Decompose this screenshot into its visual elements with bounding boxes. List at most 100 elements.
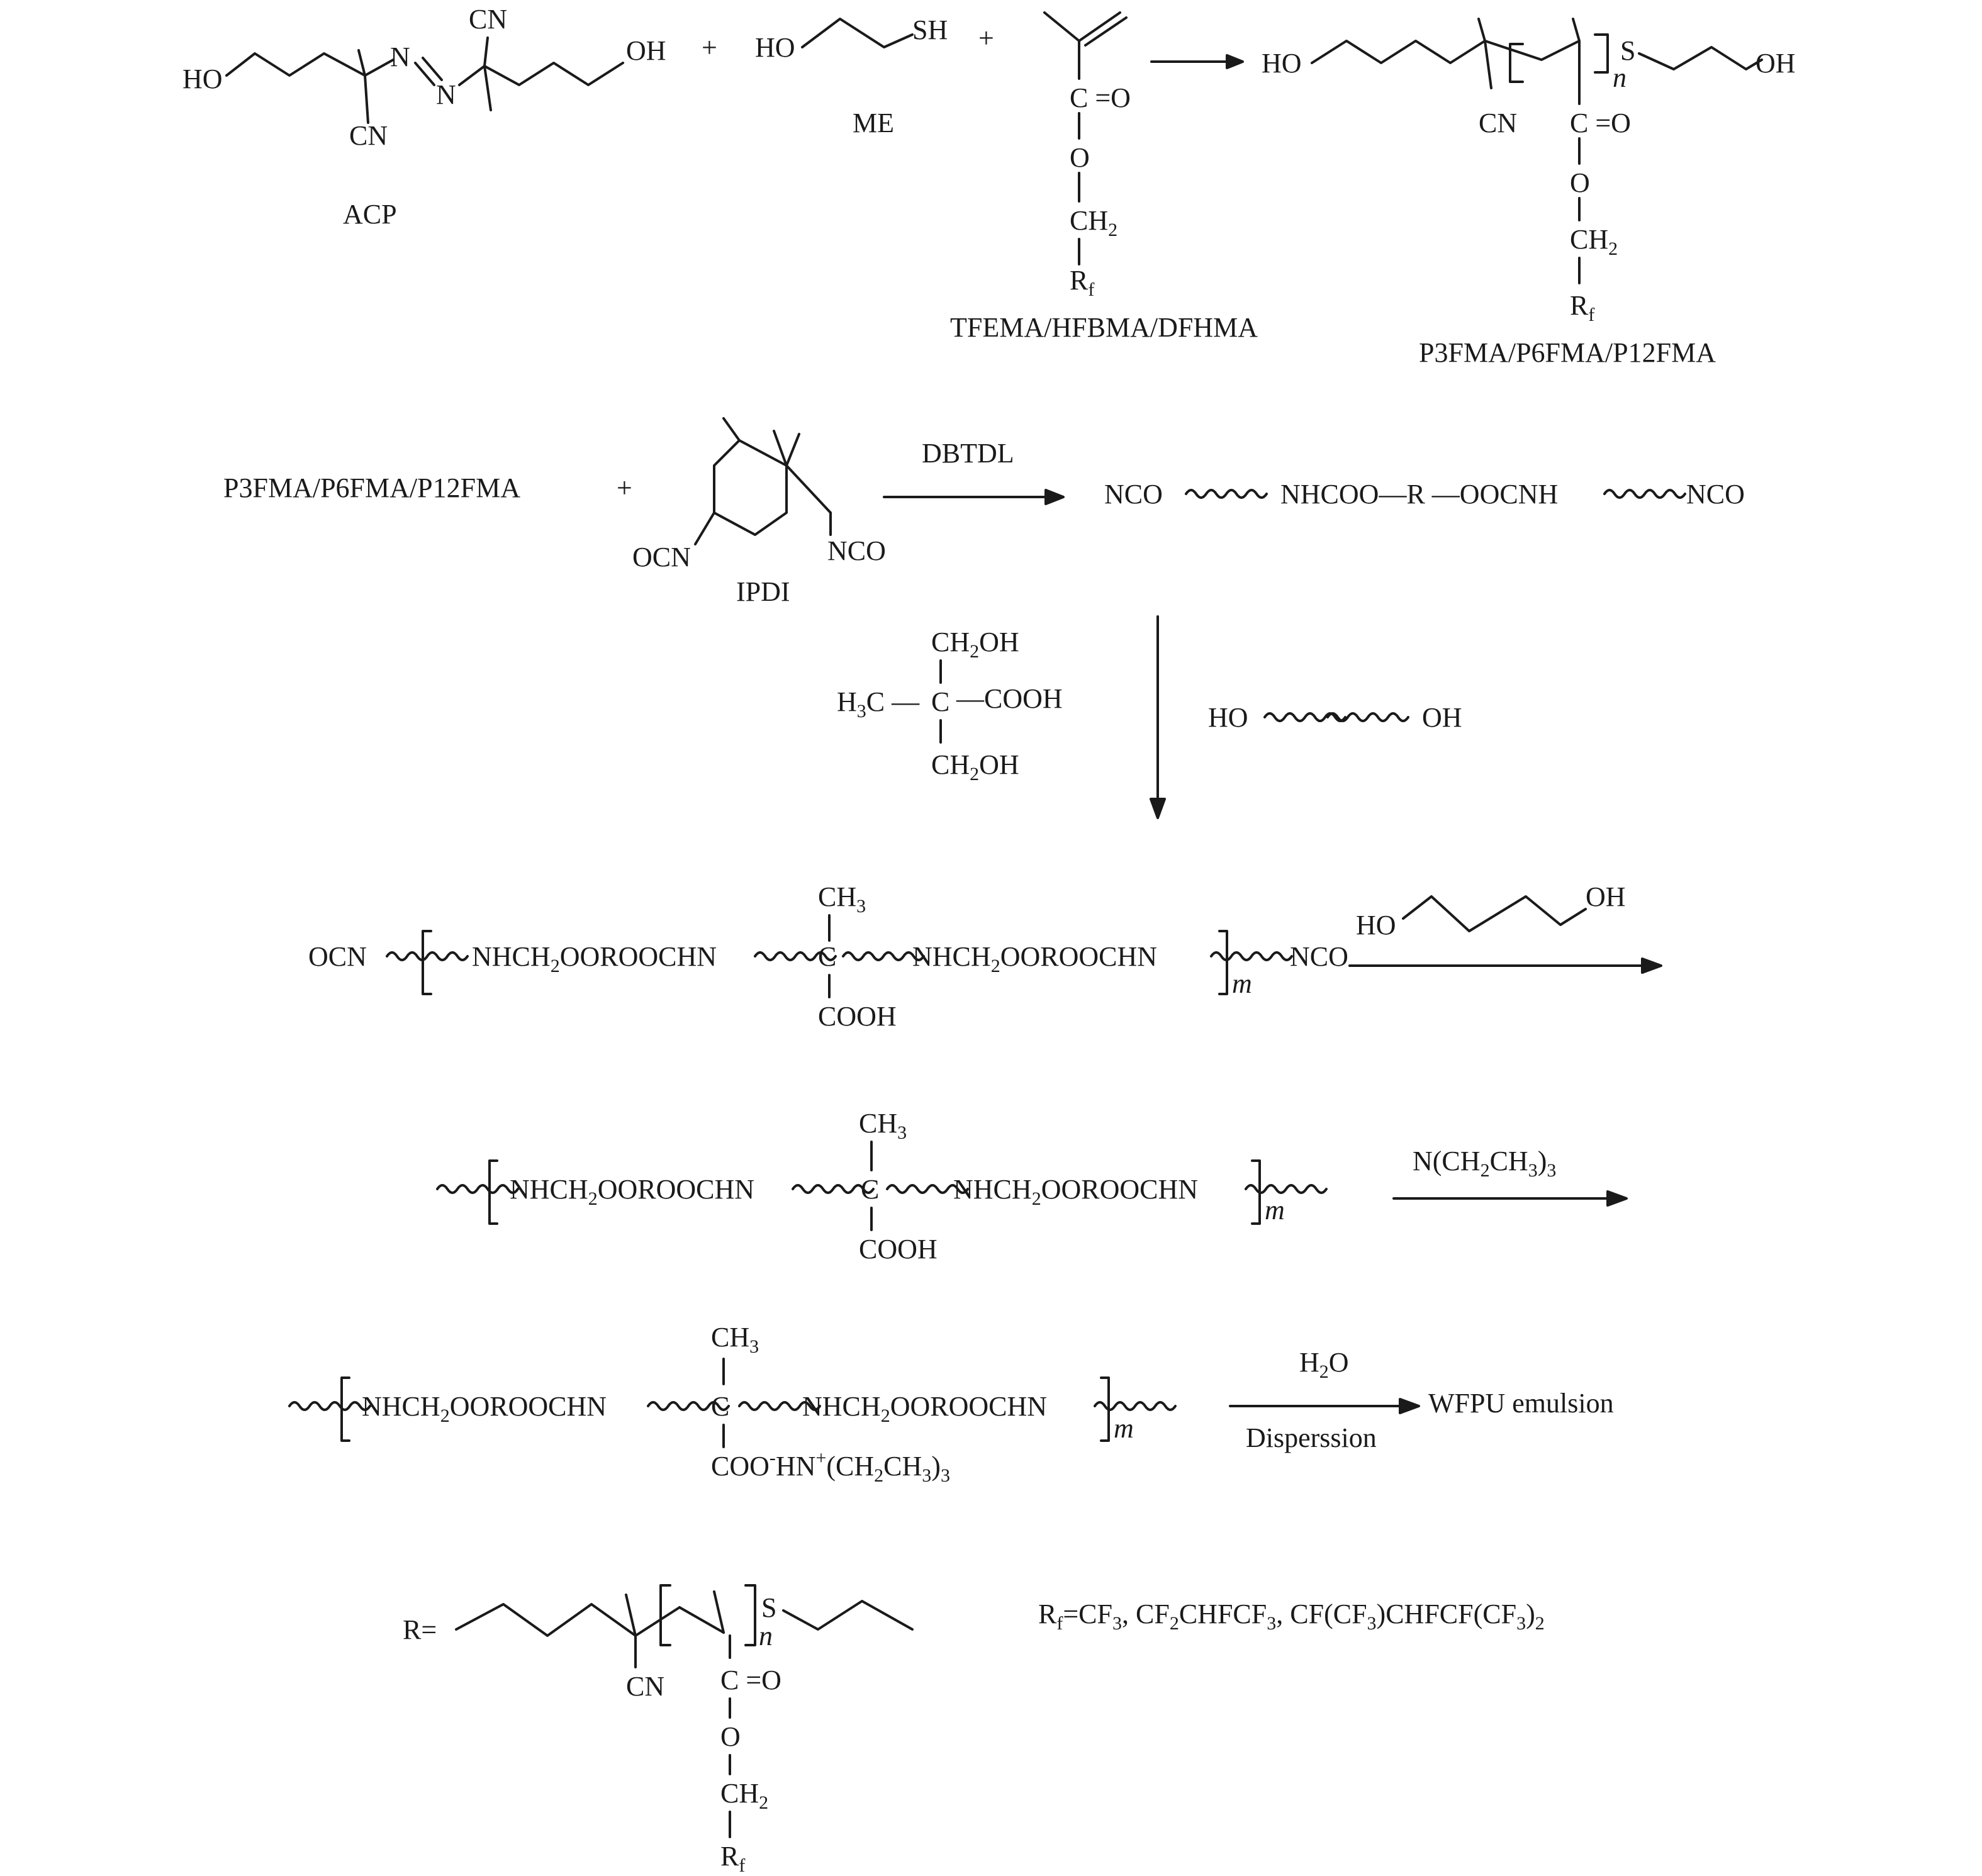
polyol-ho: HO bbox=[1208, 702, 1248, 733]
product-ho: HO bbox=[1262, 48, 1302, 79]
product-label: P3FMA/P6FMA/P12FMA bbox=[1419, 337, 1716, 368]
step2-reactant: P3FMA/P6FMA/P12FMA bbox=[223, 472, 520, 503]
product-bracket-left bbox=[1509, 43, 1524, 83]
neutralized-polymer: NHCH2OOROOCHN CH3 C COO-HN+(CH2CH3)3 NHC… bbox=[288, 1322, 1177, 1486]
monomer-methyl bbox=[1043, 11, 1080, 42]
r-definition: R= CN n S C =O O CH2 Rf bbox=[403, 1584, 914, 1876]
butanediol: HO OH bbox=[1356, 881, 1626, 941]
reagent-triethylamine: N(CH2CH3)3 bbox=[1413, 1146, 1556, 1181]
r-label: R= bbox=[403, 1614, 437, 1645]
monomer-c-eq-o: C =O bbox=[1070, 82, 1131, 113]
step5-ch3: CH3 bbox=[859, 1108, 907, 1143]
rf-definition: Rf=CF3, CF2CHFCF3, CF(CF3)CHFCF(CF3)2 bbox=[1038, 1599, 1545, 1634]
monomer-vinyl-1 bbox=[1078, 11, 1121, 42]
me-ho: HO bbox=[755, 32, 795, 63]
r-s: S bbox=[761, 1592, 776, 1623]
acp-right-cn-bond bbox=[483, 36, 489, 67]
dispersion-label: Disperssion bbox=[1246, 1422, 1377, 1453]
step4-ocn: OCN bbox=[308, 941, 367, 972]
step4-bracket-right bbox=[1218, 930, 1228, 995]
polyol-squiggle-b bbox=[1326, 712, 1409, 722]
product-c-eq-o: C =O bbox=[1570, 108, 1631, 138]
product-right-chain bbox=[1638, 46, 1763, 70]
reaction-arrow-5 bbox=[1392, 1190, 1628, 1207]
acp-oh: OH bbox=[626, 35, 666, 66]
plus-sign-3: + bbox=[617, 472, 632, 503]
r-bracket-right bbox=[744, 1584, 756, 1646]
product-rf: Rf bbox=[1570, 290, 1594, 325]
acp-left-methyl bbox=[357, 49, 366, 77]
acp-n1: N bbox=[390, 42, 410, 72]
monomer-label: TFEMA/HFBMA/DFHMA bbox=[950, 312, 1258, 343]
monomer-rf: Rf bbox=[1070, 265, 1094, 300]
ipdi-methyl-3 bbox=[785, 433, 800, 467]
product-ch2: CH2 bbox=[1570, 224, 1618, 259]
bdo-chain bbox=[1402, 895, 1587, 932]
me-sh: SH bbox=[912, 14, 948, 45]
r-ch2: CH2 bbox=[720, 1778, 768, 1813]
reagent-water: H2O bbox=[1299, 1347, 1349, 1382]
dmpa-molecule: CH2OH H3C — C —COOH CH2OH bbox=[837, 627, 1063, 784]
ipdi-ring bbox=[713, 439, 788, 536]
step5-squiggle-4 bbox=[1245, 1184, 1328, 1194]
acp-label: ACP bbox=[343, 199, 397, 230]
r-right-chain bbox=[782, 1600, 914, 1631]
step6-salt: COO-HN+(CH2CH3)3 bbox=[711, 1448, 950, 1486]
r-methyl-1 bbox=[625, 1594, 637, 1637]
me-molecule: HO SH ME bbox=[755, 14, 948, 138]
fluoro-methacrylate-monomer: C =O O CH2 Rf TFEMA/HFBMA/DFHMA bbox=[950, 11, 1258, 343]
dmpa-cooh: —COOH bbox=[956, 683, 1063, 714]
monomer-ch2: CH2 bbox=[1070, 205, 1117, 240]
step6-ch3: CH3 bbox=[711, 1322, 759, 1357]
step5-unit-a: NHCH2OOROOCHN bbox=[510, 1174, 754, 1209]
acp-n-double-2 bbox=[422, 57, 443, 81]
plus-sign-1: + bbox=[702, 32, 717, 63]
monomer-vinyl-2 bbox=[1084, 16, 1128, 47]
step6-squiggle-1 bbox=[288, 1401, 371, 1411]
polyol: HO OH bbox=[1208, 702, 1462, 733]
step6-unit-b: NHCH2OOROOCHN bbox=[802, 1391, 1047, 1426]
squiggle-2 bbox=[1603, 489, 1686, 499]
step4-ch3: CH3 bbox=[818, 881, 866, 917]
acp-cn-top: CN bbox=[469, 4, 507, 35]
r-c-eq-o: C =O bbox=[720, 1665, 781, 1695]
acp-n-bond-left bbox=[364, 59, 395, 77]
ipdi-ocn-bond bbox=[694, 511, 715, 545]
r-repeat-chain bbox=[678, 1606, 725, 1634]
dmpa-h3c: H3C — bbox=[837, 686, 920, 722]
step4-squiggle-1 bbox=[386, 951, 469, 961]
step4-nco: NCO bbox=[1290, 941, 1348, 972]
acp-right-chain bbox=[483, 62, 624, 86]
product-n: n bbox=[1613, 62, 1626, 93]
step4-bracket-left bbox=[422, 930, 432, 995]
r-cn: CN bbox=[626, 1671, 664, 1702]
r-o: O bbox=[720, 1721, 741, 1752]
step6-m: m bbox=[1114, 1413, 1134, 1444]
carboxyl-prepolymer: OCN NHCH2OOROOCHN CH3 C COOH NHCH2OOROOC… bbox=[308, 881, 1348, 1032]
acp-molecule: HO CN N N CN OH ACP bbox=[182, 4, 666, 230]
step5-unit-b: NHCH2OOROOCHN bbox=[953, 1174, 1198, 1209]
acp-cn-bottom: CN bbox=[349, 120, 388, 151]
acp-n-bond-right bbox=[458, 65, 486, 86]
product-methyl-2 bbox=[1572, 18, 1581, 42]
ipdi-molecule: NCO OCN IPDI bbox=[632, 417, 886, 607]
ipdi-ch2-bond bbox=[785, 464, 832, 514]
bdo-ho: HO bbox=[1356, 910, 1396, 941]
step5-c: C bbox=[861, 1174, 879, 1205]
product-o: O bbox=[1570, 167, 1590, 198]
r-bracket-left bbox=[659, 1584, 671, 1646]
ipdi-nco: NCO bbox=[827, 535, 886, 566]
acp-left-chain bbox=[225, 52, 366, 77]
step4-m: m bbox=[1232, 968, 1252, 999]
prepolymer-nco-right: NCO bbox=[1686, 479, 1745, 510]
chain-extended-polymer: NHCH2OOROOCHN CH3 C COOH NHCH2OOROOCHN m bbox=[436, 1108, 1328, 1265]
step5-cooh: COOH bbox=[859, 1234, 938, 1265]
polyol-oh: OH bbox=[1422, 702, 1462, 733]
r-rf: Rf bbox=[720, 1841, 745, 1876]
product-s: S bbox=[1620, 35, 1635, 66]
step4-unit-b: NHCH2OOROOCHN bbox=[912, 941, 1157, 976]
wfpu-emulsion: WFPU emulsion bbox=[1428, 1388, 1614, 1419]
step6-bracket-left bbox=[340, 1376, 350, 1442]
prepolymer-middle: NHCOO—R —OOCNH bbox=[1280, 479, 1558, 510]
